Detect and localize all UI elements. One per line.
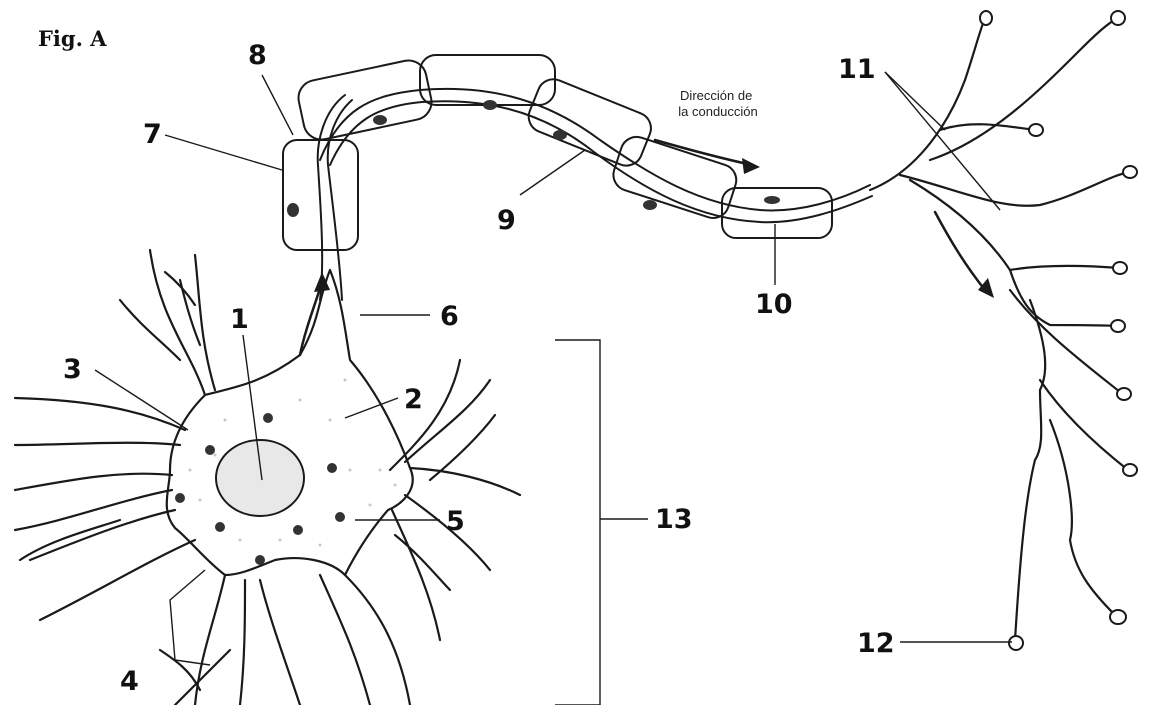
schwann-cell-6 <box>722 188 832 238</box>
label-4: 4 <box>120 666 139 697</box>
label-5: 5 <box>446 506 465 537</box>
schwann-cell-2 <box>295 57 435 143</box>
nucleus <box>216 440 304 516</box>
label-7: 7 <box>143 119 162 150</box>
label-10: 10 <box>755 289 793 320</box>
label-1: 1 <box>230 304 249 335</box>
label-11: 11 <box>838 54 876 85</box>
cell-body <box>167 270 413 575</box>
soma-outline <box>167 270 413 575</box>
label-3: 3 <box>63 354 82 385</box>
conduction-caption: Dirección de la conducción <box>678 88 758 119</box>
label-6: 6 <box>440 301 459 332</box>
myelinated-axon <box>283 55 872 250</box>
schwann-cell-4 <box>524 74 656 170</box>
axon-terminals <box>870 18 1130 640</box>
figure-title: Fig. A <box>38 26 107 51</box>
label-9: 9 <box>497 205 516 236</box>
caption-line-2: la conducción <box>678 104 758 119</box>
conduction-arrows <box>300 140 985 355</box>
label-12: 12 <box>857 628 895 659</box>
axon-hillock <box>318 95 352 300</box>
label-8: 8 <box>248 40 267 71</box>
terminal-buttons <box>980 11 1137 650</box>
label-13: 13 <box>655 504 693 535</box>
caption-line-1: Dirección de <box>680 88 752 103</box>
label-2: 2 <box>404 384 423 415</box>
